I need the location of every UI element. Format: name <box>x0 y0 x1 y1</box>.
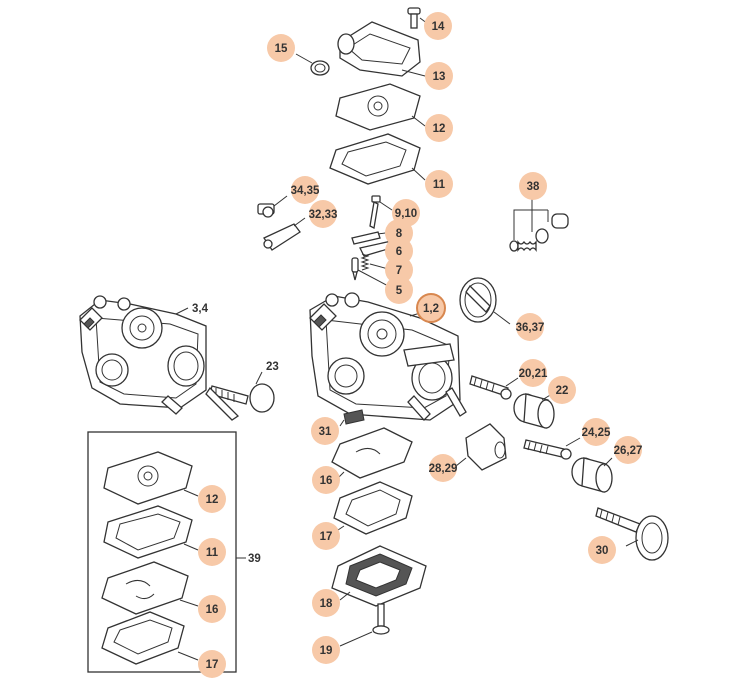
svg-text:36,37: 36,37 <box>516 322 545 334</box>
callout-26-27: 26,27 <box>614 436 643 464</box>
svg-text:26,27: 26,27 <box>614 445 643 457</box>
callout-32-33: 32,33 <box>309 200 338 228</box>
svg-text:34,35: 34,35 <box>291 185 320 197</box>
part-diaphragm-12 <box>335 83 426 131</box>
svg-text:31: 31 <box>319 426 332 438</box>
callout-31: 31 <box>311 417 339 445</box>
part-carburetor-body-center <box>309 292 467 421</box>
svg-text:30: 30 <box>596 545 609 557</box>
svg-text:11: 11 <box>433 179 446 191</box>
part-screw-23 <box>205 371 275 421</box>
svg-text:19: 19 <box>320 645 333 657</box>
part-cap-36-37 <box>459 277 511 325</box>
svg-text:11: 11 <box>206 547 219 559</box>
part-kit-38 <box>509 196 569 252</box>
callout-34-35: 34,35 <box>291 176 320 204</box>
part-diaphragm-16-center <box>331 427 413 479</box>
callout-3-4: 3,4 <box>192 303 209 315</box>
svg-text:8: 8 <box>396 228 403 240</box>
callout-13: 13 <box>425 62 453 90</box>
svg-text:23: 23 <box>266 361 279 373</box>
callout-23: 23 <box>266 361 279 373</box>
svg-text:6: 6 <box>396 246 402 258</box>
part-oring-15 <box>295 53 330 76</box>
part-pump-cover-13 <box>337 21 426 77</box>
part-gasket-17-kit <box>101 611 199 665</box>
svg-text:14: 14 <box>432 21 445 33</box>
svg-text:9,10: 9,10 <box>395 208 417 220</box>
svg-text:12: 12 <box>433 123 446 135</box>
svg-text:5: 5 <box>396 285 403 297</box>
callout-28-29: 28,29 <box>429 454 458 482</box>
part-needle-24-25 <box>523 437 581 460</box>
svg-text:38: 38 <box>527 181 540 193</box>
svg-text:3,4: 3,4 <box>192 303 209 315</box>
part-cover-18 <box>331 545 427 607</box>
callout-16-kit: 16 <box>198 595 226 623</box>
svg-text:17: 17 <box>320 531 333 543</box>
part-cap-22 <box>513 393 555 429</box>
part-arm-32-33 <box>263 217 306 251</box>
part-diaphragm-16-kit <box>101 561 199 615</box>
callout-12-top: 12 <box>425 114 453 142</box>
svg-text:1,2: 1,2 <box>423 303 439 315</box>
callout-38: 38 <box>519 172 547 200</box>
part-lever-34-35 <box>257 195 288 218</box>
callout-20-21: 20,21 <box>519 359 548 387</box>
svg-text:28,29: 28,29 <box>429 463 458 475</box>
part-screw-9-10 <box>369 195 393 229</box>
callout-24-25: 24,25 <box>582 418 611 446</box>
svg-text:7: 7 <box>396 265 402 277</box>
callout-12-kit: 12 <box>198 485 226 513</box>
callout-39: 39 <box>248 553 261 565</box>
callout-17-kit: 17 <box>198 650 226 678</box>
svg-text:16: 16 <box>320 475 333 487</box>
part-gasket-11 <box>329 133 426 185</box>
callout-36-37: 36,37 <box>516 313 545 341</box>
callout-11-top: 11 <box>425 170 453 198</box>
part-filter-31 <box>339 409 365 427</box>
callout-15: 15 <box>267 34 295 62</box>
svg-text:39: 39 <box>248 553 261 565</box>
part-needle-20-21 <box>469 375 519 400</box>
callout-11-kit: 11 <box>198 538 226 566</box>
part-gasket-17-center <box>333 481 413 535</box>
callout-5: 5 <box>385 276 413 304</box>
svg-text:16: 16 <box>206 604 219 616</box>
callout-14: 14 <box>424 12 452 40</box>
part-cap-26-27 <box>571 457 613 493</box>
callout-30: 30 <box>588 536 616 564</box>
kit-box-39 <box>87 431 246 673</box>
callout-1-2: 1,2 <box>416 293 446 323</box>
svg-text:24,25: 24,25 <box>582 427 611 439</box>
svg-text:18: 18 <box>320 598 333 610</box>
part-screw-19 <box>339 603 390 647</box>
svg-text:32,33: 32,33 <box>309 209 338 221</box>
callout-18: 18 <box>312 589 340 617</box>
callout-7: 7 <box>385 256 413 284</box>
part-gasket-11-kit <box>103 505 199 559</box>
svg-text:20,21: 20,21 <box>519 368 548 380</box>
svg-text:15: 15 <box>275 43 288 55</box>
svg-text:22: 22 <box>556 385 569 397</box>
part-screw-30 <box>595 507 669 561</box>
svg-text:17: 17 <box>206 659 219 671</box>
svg-text:12: 12 <box>206 494 219 506</box>
callout-17-center: 17 <box>312 522 340 550</box>
svg-text:13: 13 <box>433 71 446 83</box>
part-shutter-28-29 <box>455 423 507 471</box>
callout-22: 22 <box>548 376 576 404</box>
part-diaphragm-12-kit <box>103 451 199 505</box>
part-carburetor-body-left <box>79 295 207 415</box>
callout-16-center: 16 <box>312 466 340 494</box>
callout-19: 19 <box>312 636 340 664</box>
